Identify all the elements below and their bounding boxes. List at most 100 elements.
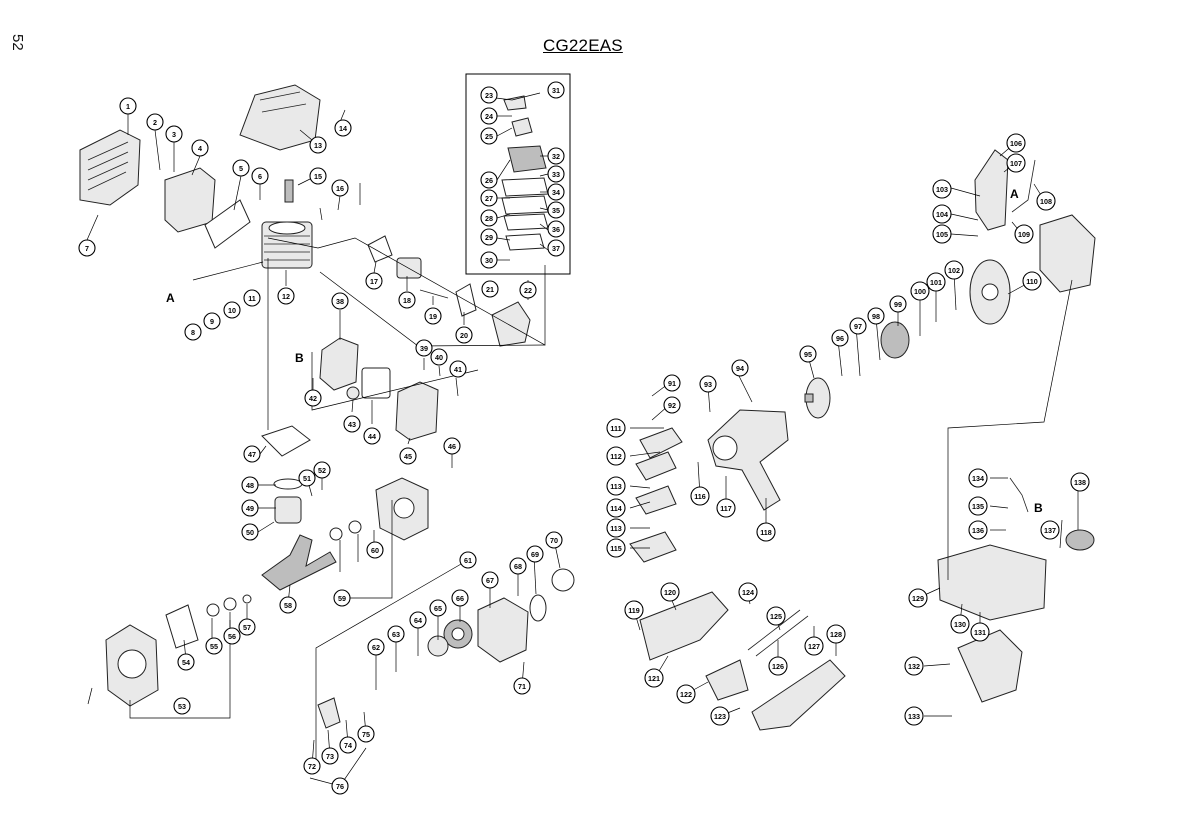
callout-number: 64 <box>414 616 422 625</box>
gear-case <box>707 409 789 511</box>
callout-circle <box>241 523 259 541</box>
callout-circle <box>663 374 681 392</box>
callout-number: 67 <box>486 576 494 585</box>
callout-number: 5 <box>239 164 243 173</box>
callout-number: 46 <box>448 442 456 451</box>
callout-circle <box>387 625 405 643</box>
callout-10: 10 <box>223 301 241 319</box>
callout-number: 59 <box>338 594 346 603</box>
callout-18: 18 <box>398 291 416 309</box>
callout-circle <box>191 139 209 157</box>
callout-circle <box>1036 191 1056 211</box>
callout-circle <box>606 538 626 558</box>
callout-circle <box>203 312 221 330</box>
callout-113: 113 <box>606 476 626 496</box>
callout-number: 23 <box>485 91 493 100</box>
callout-number: 120 <box>664 588 676 597</box>
callout-circle <box>331 292 349 310</box>
callout-number: 75 <box>362 730 370 739</box>
callout-number: 27 <box>485 194 493 203</box>
callout-3: 3 <box>165 125 183 143</box>
callout-circle <box>443 437 461 455</box>
callout-circle <box>331 777 349 795</box>
callout-number: 123 <box>714 712 726 721</box>
callout-122: 122 <box>676 684 696 704</box>
callout-number: 51 <box>303 474 311 483</box>
callout-number: 42 <box>309 394 317 403</box>
callout-circle <box>545 531 563 549</box>
callout-circle <box>526 545 544 563</box>
callout-circle <box>932 224 952 244</box>
callout-circle <box>968 468 988 488</box>
callout-129: 129 <box>908 588 928 608</box>
callout-circle <box>241 499 259 517</box>
top-cover <box>239 84 321 151</box>
callout-120: 120 <box>660 582 680 602</box>
callout-circle <box>547 201 565 219</box>
callout-51: 51 <box>298 469 316 487</box>
callout-114: 114 <box>606 498 626 518</box>
callout-circle <box>333 589 351 607</box>
callout-number: 70 <box>550 536 558 545</box>
callout-number: 129 <box>912 594 924 603</box>
callout-circle <box>849 317 867 335</box>
callout-circle <box>950 614 970 634</box>
callout-number: 97 <box>854 322 862 331</box>
callout-107: 107 <box>1006 153 1026 173</box>
callout-circle <box>459 551 477 569</box>
callout-110: 110 <box>1022 271 1042 291</box>
callout-circle <box>334 119 352 137</box>
callout-12: 12 <box>277 287 295 305</box>
callout-number: 21 <box>486 285 494 294</box>
callout-circle <box>449 360 467 378</box>
callout-number: 96 <box>836 334 844 343</box>
callout-circle <box>251 167 269 185</box>
callout-circle <box>303 757 321 775</box>
callout-number: 95 <box>804 350 812 359</box>
callout-circle <box>908 588 928 608</box>
callout-circle <box>699 375 717 393</box>
callout-circle <box>867 307 885 325</box>
callout-number: 72 <box>308 762 316 771</box>
callout-circle <box>430 348 448 366</box>
callout-number: 112 <box>610 452 622 461</box>
piston <box>274 496 302 524</box>
callout-40: 40 <box>430 348 448 366</box>
callout-92: 92 <box>663 396 681 414</box>
callout-72: 72 <box>303 757 321 775</box>
callout-number: 53 <box>178 702 186 711</box>
callout-number: 40 <box>435 353 443 362</box>
callout-74: 74 <box>339 736 357 754</box>
callout-circle <box>480 209 498 227</box>
callout-53: 53 <box>173 697 191 715</box>
callout-number: 18 <box>403 296 411 305</box>
callout-circle <box>644 668 664 688</box>
callout-52: 52 <box>313 461 331 479</box>
callout-circle <box>146 113 164 131</box>
callout-circle <box>944 260 964 280</box>
callout-circle <box>480 228 498 246</box>
callout-circle <box>481 571 499 589</box>
callout-number: 110 <box>1026 277 1038 286</box>
callout-number: 131 <box>974 628 986 637</box>
callout-number: 128 <box>830 630 842 639</box>
callout-circle <box>424 307 442 325</box>
callout-13: 13 <box>309 136 327 154</box>
callout-128: 128 <box>826 624 846 644</box>
callout-number: 93 <box>704 380 712 389</box>
callout-number: 9 <box>210 317 214 326</box>
callout-5: 5 <box>232 159 250 177</box>
callout-39: 39 <box>415 339 433 357</box>
callout-number: 130 <box>954 620 966 629</box>
callout-50: 50 <box>241 523 259 541</box>
callout-97: 97 <box>849 317 867 335</box>
callout-circle <box>1006 153 1026 173</box>
callout-119: 119 <box>624 600 644 620</box>
callout-number: 125 <box>770 612 782 621</box>
callout-96: 96 <box>831 329 849 347</box>
callout-number: 114 <box>610 504 622 513</box>
callout-42: 42 <box>304 389 322 407</box>
callout-33: 33 <box>547 165 565 183</box>
callout-number: 54 <box>182 658 190 667</box>
